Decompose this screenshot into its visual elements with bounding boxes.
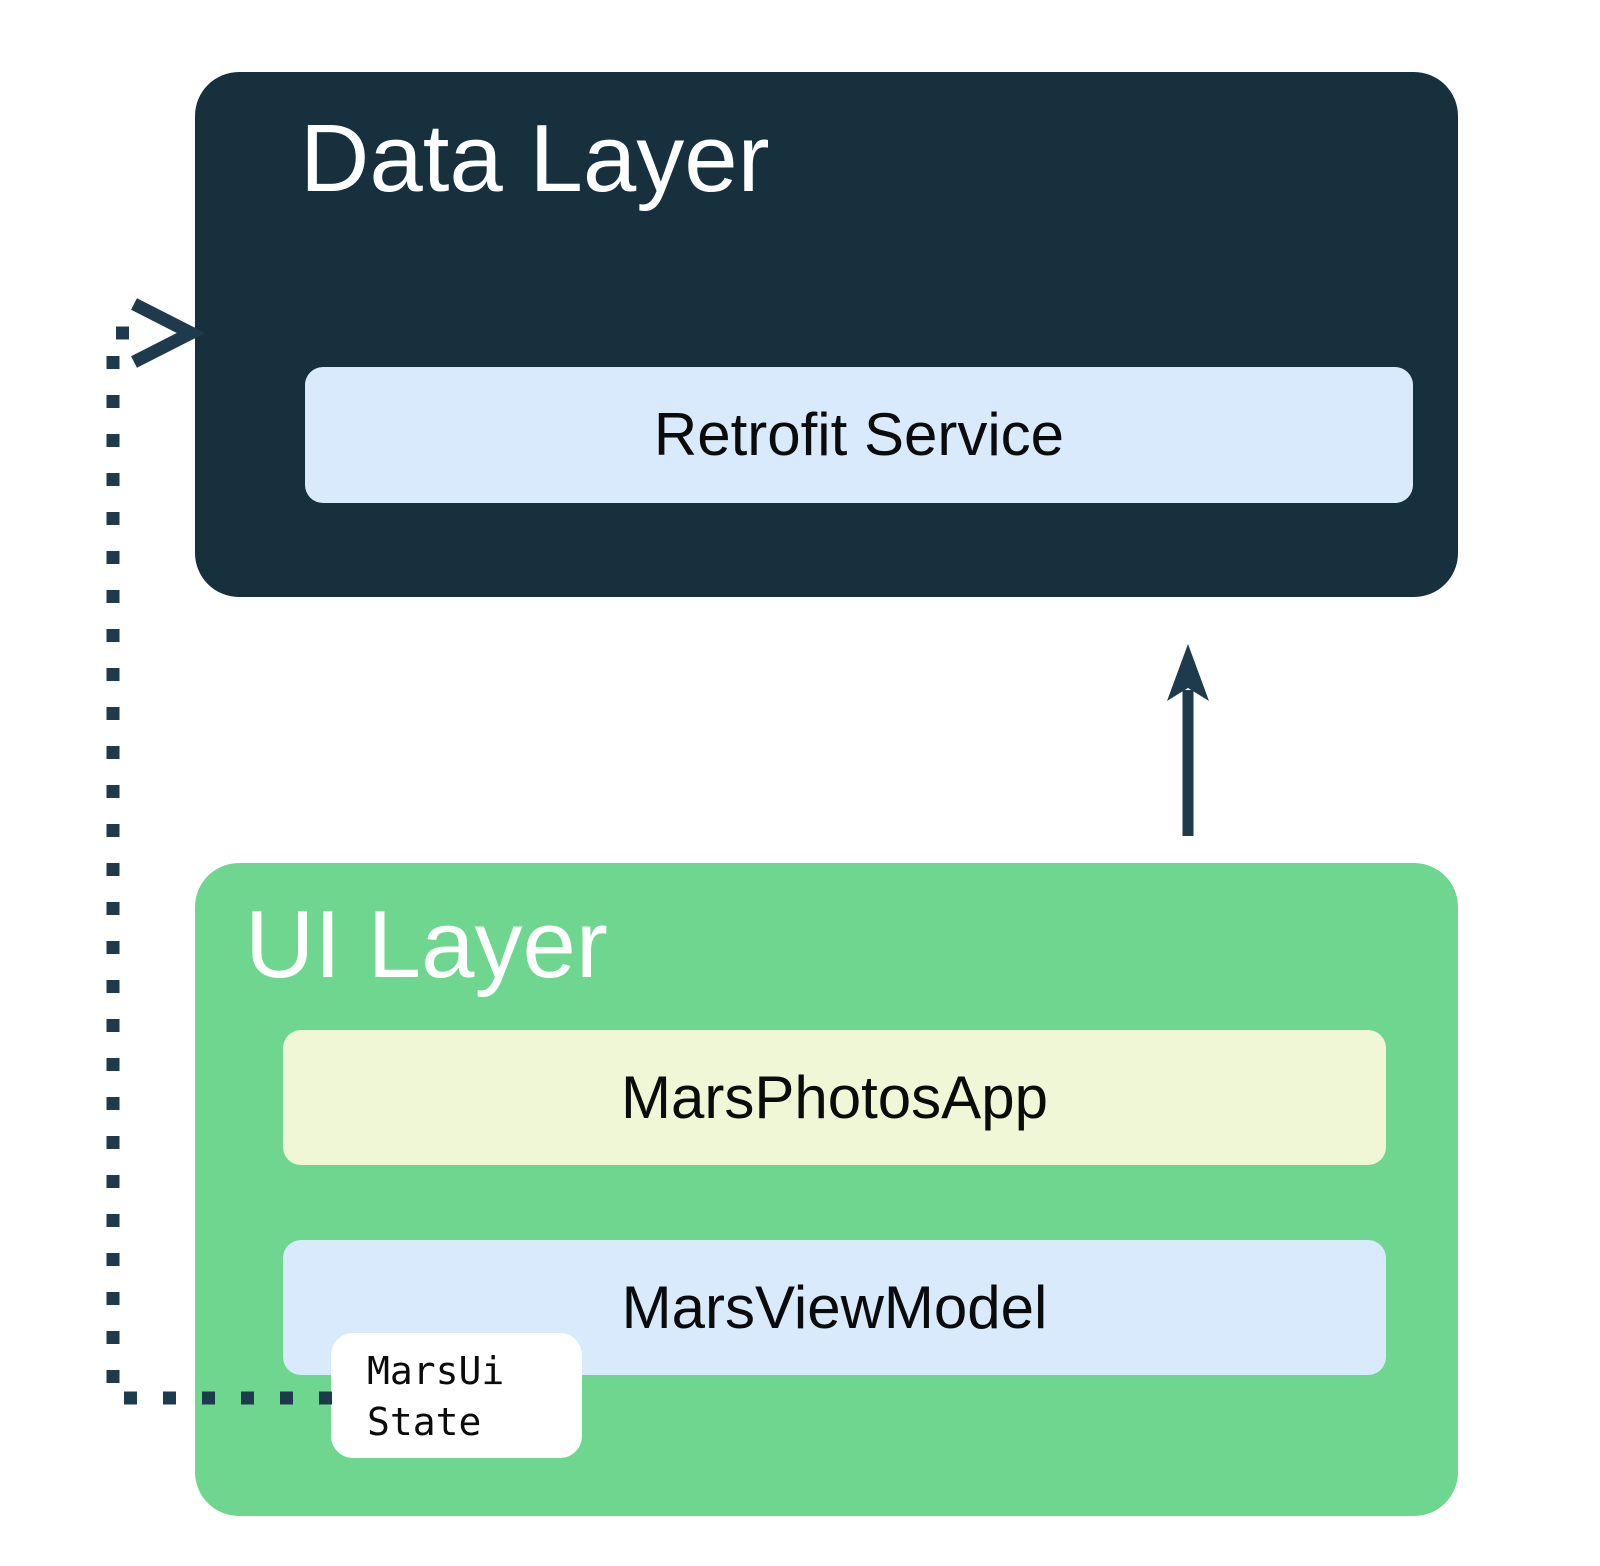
mars-photos-app-box: MarsPhotosApp: [283, 1030, 1386, 1165]
mars-view-model-label: MarsViewModel: [621, 1273, 1048, 1341]
mars-ui-state-label-line1: MarsUi: [367, 1349, 505, 1393]
retrofit-service-label: Retrofit Service: [653, 401, 1065, 468]
mars-photos-app-label: MarsPhotosApp: [621, 1063, 1048, 1131]
mars-ui-state-label-line2: State: [367, 1400, 482, 1444]
ui-layer-title: UI Layer: [245, 891, 608, 998]
data-layer-box: Data Layer Retrofit Service: [195, 72, 1458, 597]
ui-layer-box: UI Layer MarsPhotosApp MarsViewModel Mar…: [195, 863, 1458, 1516]
mars-ui-state-box: MarsUi State: [331, 1333, 582, 1458]
data-layer-title: Data Layer: [300, 105, 770, 212]
solid-up-arrowhead-icon: [1167, 644, 1209, 701]
retrofit-service-box: Retrofit Service: [305, 367, 1413, 503]
dotted-line-arrowhead-icon: [131, 298, 206, 368]
